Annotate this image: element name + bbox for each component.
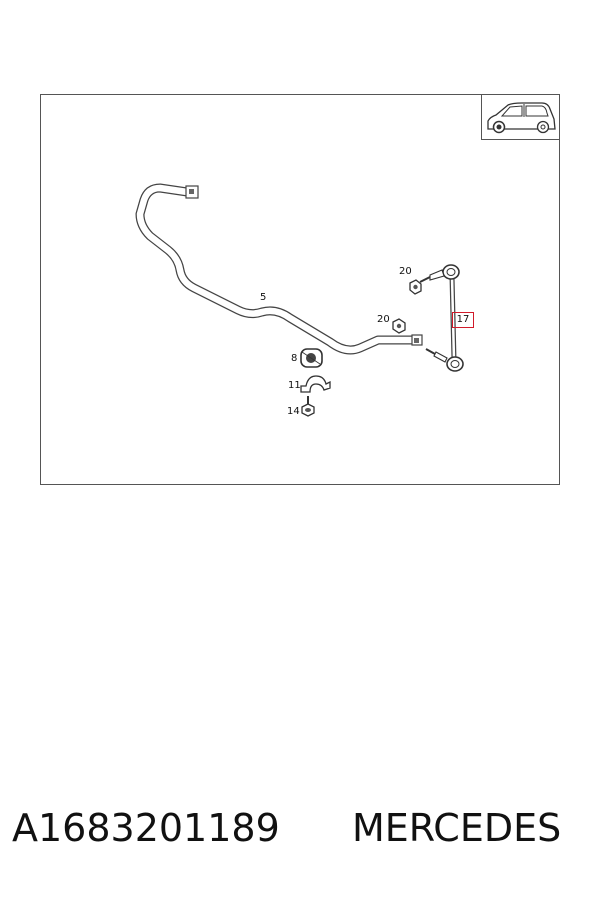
nut-lower bbox=[392, 318, 406, 334]
stabilizer-bar bbox=[135, 183, 423, 355]
part-footer: A1683201189 MERCEDES bbox=[0, 806, 600, 856]
vehicle-thumbnail bbox=[481, 94, 560, 140]
callout-nut-lower: 20 bbox=[377, 314, 390, 325]
callout-nut-upper: 20 bbox=[399, 266, 412, 277]
nut-upper bbox=[409, 279, 422, 295]
parts-diagram-frame bbox=[40, 94, 560, 485]
callout-bushing: 8 bbox=[291, 353, 298, 364]
part-number: A1683201189 bbox=[12, 806, 280, 850]
stabilizer-link bbox=[419, 264, 464, 372]
callout-stabilizer-bar: 5 bbox=[260, 292, 267, 303]
callout-bolt: 14 bbox=[287, 406, 300, 417]
bushing-clamp bbox=[300, 375, 331, 393]
mounting-bolt bbox=[301, 396, 315, 417]
brand-name: MERCEDES bbox=[352, 806, 562, 850]
rubber-bushing bbox=[300, 348, 323, 368]
callout-clamp: 11 bbox=[288, 380, 301, 391]
callout-link-highlighted: 17 bbox=[452, 312, 474, 328]
car-side-icon bbox=[487, 102, 556, 134]
